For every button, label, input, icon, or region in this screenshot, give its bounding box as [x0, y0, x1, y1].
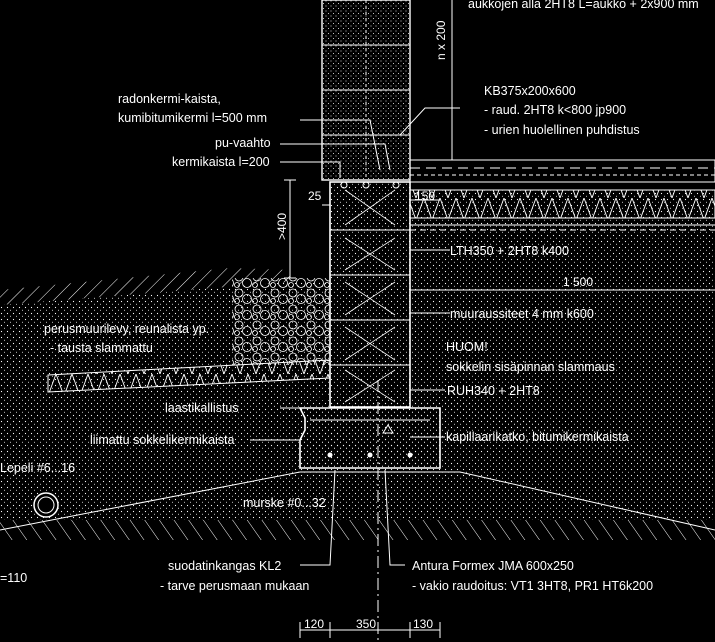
gravel-fill	[232, 278, 330, 365]
label-laastikallistus: laastikallistus	[165, 401, 239, 415]
annotations: aukkojen alla 2HT8 L=aukko + 2x900 mm n …	[0, 0, 699, 631]
label-suodatin-2: - tarve perusmaan mukaan	[160, 579, 309, 593]
label-muuraussiteet: muuraussiteet 4 mm k600	[450, 307, 594, 321]
label-kapillaari: kapillaarikatko, bitumikermikaista	[446, 430, 629, 444]
label-kb-3: - urien huolellinen puhdistus	[484, 123, 640, 137]
label-kb-2: - raud. 2HT8 k<800 jp900	[484, 103, 626, 117]
label-huom-1: HUOM!	[446, 340, 488, 354]
label-kermikaista: kermikaista l=200	[172, 155, 270, 169]
floor-slab	[409, 159, 715, 183]
label-huom-2: sokkelin sisäpinnan slammaus	[446, 360, 615, 374]
label-ruh: RUH340 + 2HT8	[447, 384, 540, 398]
drain-pipe	[33, 492, 59, 518]
label-antura-1: Antura Formex JMA 600x250	[412, 559, 574, 573]
label-pu-vaahto: pu-vaahto	[215, 136, 271, 150]
dimension-lines	[284, 0, 715, 638]
filter-cloth-line	[0, 471, 715, 531]
subsoil-hatch	[0, 520, 715, 540]
label-dim-150: 150	[415, 189, 435, 203]
label-n-x-200: n x 200	[434, 20, 448, 60]
label-dim-25: 25	[308, 189, 322, 203]
label-top-note: aukkojen alla 2HT8 L=aukko + 2x900 mm	[468, 0, 699, 11]
label-dim-1500: 1 500	[563, 275, 593, 289]
label-perusmuuri-2: - tausta slammattu	[50, 341, 153, 355]
label-radonkermi-1: radonkermi-kaista,	[118, 92, 221, 106]
label-perusmuuri-1: perusmuurilevy, reunalista yp.	[44, 322, 209, 336]
label-suodatin-1: suodatinkangas KL2	[168, 559, 281, 573]
upper-wall-kb375	[321, 0, 411, 181]
outer-topsoil-hatch	[0, 268, 290, 305]
label-dim-350: 350	[356, 617, 376, 631]
label-lth: LTH350 + 2HT8 k400	[450, 244, 569, 258]
leader-lines	[250, 107, 460, 566]
label-murske: murske #0...32	[243, 496, 326, 510]
label-dim-400: >400	[275, 213, 289, 240]
floor-insulation	[409, 189, 715, 219]
label-liimattu: liimattu sokkelikermikaista	[90, 433, 235, 447]
label-left-110: =110	[0, 571, 27, 585]
footing-formex	[298, 407, 441, 469]
label-kb-1: KB375x200x600	[484, 84, 576, 98]
label-antura-2: - vakio raudoitus: VT1 3HT8, PR1 HT6k200	[412, 579, 653, 593]
plinth-lth350	[329, 181, 411, 408]
label-salaoja: Lepeli #6...16	[0, 461, 75, 475]
label-dim-130: 130	[413, 617, 433, 631]
floor-structure	[409, 159, 715, 231]
label-radonkermi-2: kumibitumikermi l=500 mm	[118, 111, 267, 125]
label-dim-120: 120	[304, 617, 324, 631]
